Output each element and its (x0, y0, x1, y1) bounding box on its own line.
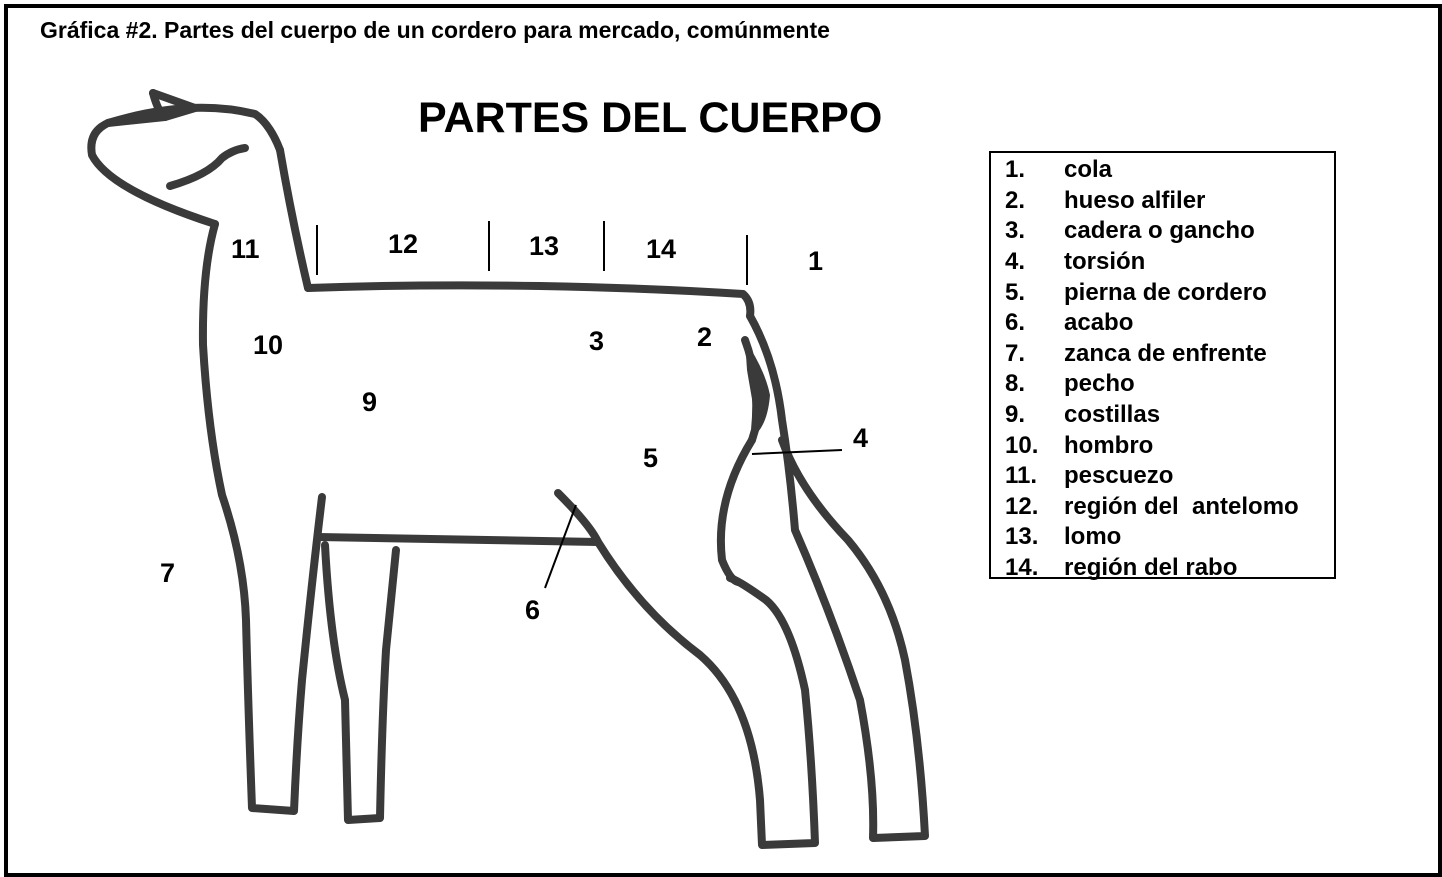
legend-text: región del antelomo (1064, 492, 1299, 520)
legend-number: 12. (1005, 492, 1039, 520)
legend-item: 12. región del antelomo (1005, 492, 1334, 523)
diagram-label-3: 3 (589, 326, 605, 356)
legend-number: 1. (1005, 156, 1026, 184)
legend-text: costillas (1064, 401, 1161, 429)
legend-number: 8. (1005, 370, 1026, 398)
diagram-label-6: 6 (525, 595, 541, 625)
legend-box: 1. cola 2. hueso alfiler 3. cadera o gancho… (989, 151, 1336, 581)
legend-text: lomo (1064, 523, 1122, 551)
legend-text: cola (1064, 156, 1113, 184)
diagram-label-1: 1 (808, 246, 824, 276)
legend-number: 9. (1005, 401, 1026, 429)
legend-number: 5. (1005, 278, 1026, 306)
legend-number: 10. (1005, 431, 1039, 459)
inner-hind-leg-outline (716, 436, 756, 586)
pointer-line-6 (544, 504, 577, 589)
legend-text: región del rabo (1064, 554, 1238, 582)
figure-caption: Gráfica #2. Partes del cuerpo de un cord… (40, 17, 830, 43)
legend-text: zanca de enfrente (1064, 339, 1267, 367)
legend-number: 14. (1005, 554, 1039, 582)
diagram-label-5: 5 (643, 443, 659, 473)
diagram-label-11: 11 (231, 234, 260, 264)
legend-item: 11. pescuezo (1005, 461, 1334, 492)
legend-text: pescuezo (1064, 462, 1174, 490)
legend-number: 7. (1005, 339, 1026, 367)
eye-mark (166, 144, 249, 190)
diagram-label-9: 9 (362, 387, 378, 417)
legend-item: 10. hombro (1005, 430, 1334, 461)
diagram-label-14: 14 (646, 234, 677, 264)
legend-number: 6. (1005, 309, 1026, 337)
legend-item: 4. torsión (1005, 247, 1334, 278)
legend-text: pierna de cordero (1064, 278, 1267, 306)
legend-text: acabo (1064, 309, 1134, 337)
forehead-outline (104, 103, 284, 154)
legend-text: hueso alfiler (1064, 186, 1206, 214)
legend-item: 2. hueso alfiler (1005, 186, 1334, 217)
diagram-label-13: 13 (529, 231, 560, 261)
legend-item: 7. zanca de enfrente (1005, 339, 1334, 370)
chest-outline (198, 220, 326, 815)
legend-text: pecho (1064, 370, 1135, 398)
diagram-label-7: 7 (160, 558, 176, 588)
legend-text: hombro (1064, 431, 1154, 459)
legend-number: 11. (1005, 462, 1038, 490)
neck-back-outline (276, 146, 312, 292)
legend-item: 13. lomo (1005, 522, 1334, 553)
diagram-label-2: 2 (697, 322, 713, 352)
legend-text: torsión (1064, 248, 1146, 276)
pointer-line-4 (751, 449, 843, 455)
legend-number: 3. (1005, 217, 1026, 245)
legend-item: 9. costillas (1005, 400, 1334, 431)
stifle-outline (554, 489, 819, 849)
legend-item: 1. cola (1005, 155, 1334, 186)
legend-item: 6. acabo (1005, 308, 1334, 339)
legend-item: 3. cadera o gancho (1005, 216, 1334, 247)
diagram-label-10: 10 (253, 330, 284, 360)
legend-item: 14. región del rabo (1005, 553, 1334, 584)
legend-text: cadera o gancho (1064, 217, 1255, 245)
front-leg-2-outline (321, 541, 400, 824)
tail-shading (745, 340, 770, 432)
legend-item: 8. pecho (1005, 369, 1334, 400)
diagram-frame (4, 4, 1442, 877)
legend-number: 4. (1005, 248, 1026, 276)
topline-outline (304, 281, 755, 320)
diagram-title: PARTES DEL CUERPO (418, 94, 883, 142)
belly-outline (314, 533, 602, 546)
hindquarter-outline (746, 312, 929, 842)
diagram-label-12: 12 (388, 229, 419, 259)
legend-item: 5. pierna de cordero (1005, 277, 1334, 308)
legend-number: 2. (1005, 186, 1026, 214)
legend-number: 13. (1005, 523, 1039, 551)
diagram-label-4: 4 (853, 423, 869, 453)
